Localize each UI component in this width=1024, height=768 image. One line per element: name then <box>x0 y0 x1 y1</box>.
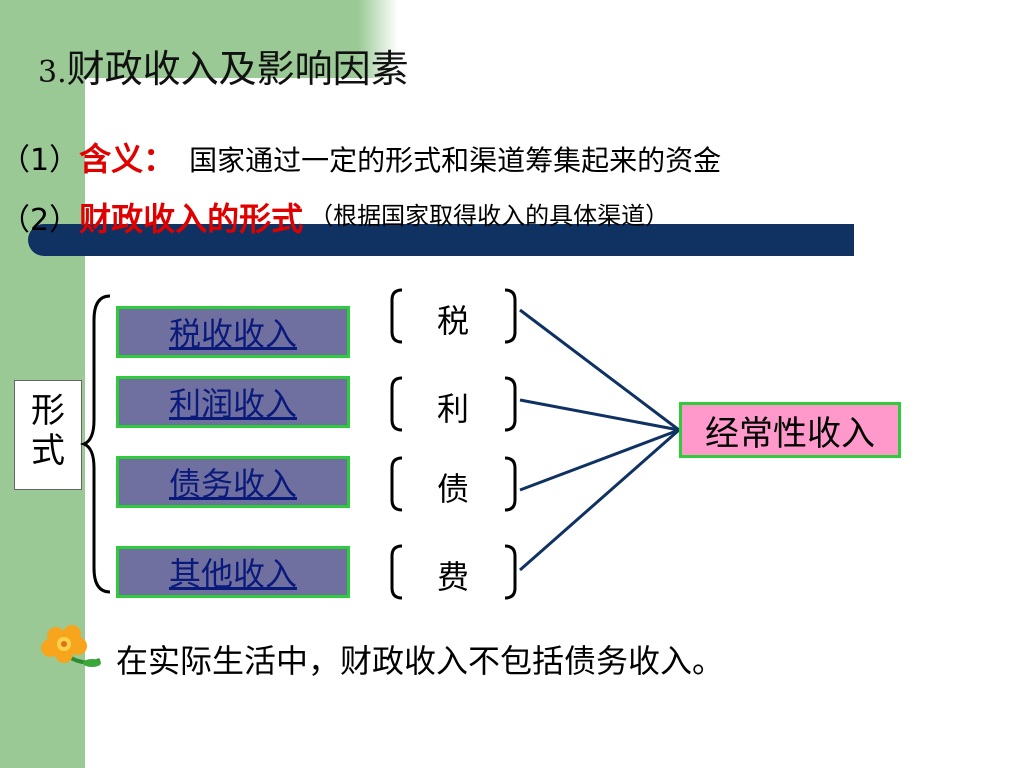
form-tax-revenue[interactable]: 税收收入 <box>116 306 350 358</box>
form-label-line2: 式 <box>31 431 65 471</box>
title-text: 财政收入及影响因素 <box>66 47 409 91</box>
short-form-profit: 利 <box>436 390 469 428</box>
connector-lines <box>519 308 680 572</box>
item1-definition: 国家通过一定的形式和渠道筹集起来的资金 <box>189 144 722 177</box>
form-other-revenue[interactable]: 其他收入 <box>116 546 350 598</box>
flower-icon <box>41 625 101 667</box>
top-band-fade <box>358 0 398 78</box>
curly-brace <box>79 294 111 594</box>
top-green-band <box>85 0 358 78</box>
item2-index: （2） <box>0 203 80 238</box>
forms-line: （2）财政收入的形式（根据国家取得收入的具体渠道） <box>0 194 669 240</box>
item2-label: 财政收入的形式 <box>79 200 304 238</box>
form-profit-revenue[interactable]: 利润收入 <box>116 376 350 428</box>
item1-label: 含义 <box>79 140 144 178</box>
title-number: 3. <box>38 55 67 90</box>
form-label-box: 形 式 <box>14 380 82 490</box>
item2-note: （根据国家取得收入的具体渠道） <box>309 202 670 230</box>
short-form-debt: 债 <box>436 470 469 508</box>
dark-underline-bar <box>28 224 854 256</box>
slide-title: 3.财政收入及影响因素 <box>38 38 409 93</box>
form-label-line1: 形 <box>31 391 65 431</box>
definition-line: （1）含义： 国家通过一定的形式和渠道筹集起来的资金 <box>0 134 721 180</box>
short-form-fee: 费 <box>436 558 469 596</box>
short-form-tax: 税 <box>436 302 469 340</box>
footer-note: 在实际生活中，财政收入不包括债务收入。 <box>116 642 725 680</box>
item1-index: （1） <box>0 143 80 178</box>
regular-income-box: 经常性收入 <box>679 402 901 458</box>
item1-colon: ： <box>143 140 176 178</box>
short-form-brackets <box>390 288 517 600</box>
form-debt-revenue[interactable]: 债务收入 <box>116 456 350 508</box>
